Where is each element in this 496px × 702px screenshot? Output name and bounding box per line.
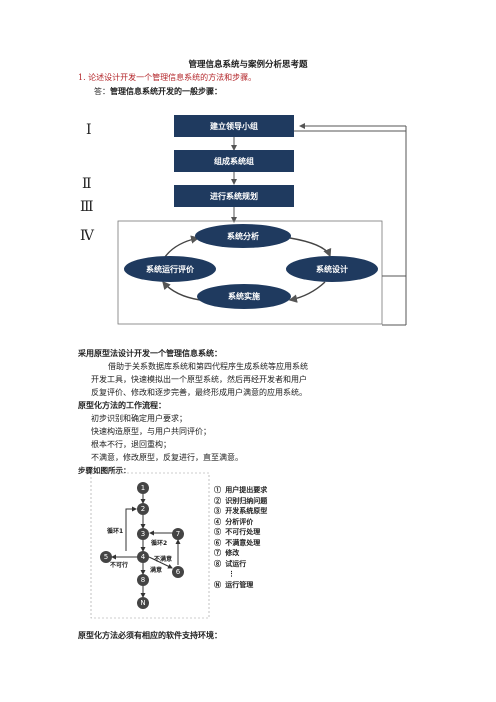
step-box-leadership: 建立领导小组 <box>174 115 294 137</box>
cycle-implementation: 系统实施 <box>197 284 291 309</box>
fig-node-5: 5 <box>100 551 112 563</box>
workflow-item-4: 不满意，修改原型，反复进行，直至满意。 <box>91 453 243 462</box>
legend-item: ⑧ 试运行 <box>214 559 247 568</box>
workflow-heading: 原型化方法的工作流程： <box>78 400 166 410</box>
support-heading: 原型化方法必须有相应的软件支持环境： <box>78 630 222 640</box>
fig-node-2: 2 <box>137 503 149 515</box>
step-box-system-group: 组成系统组 <box>174 150 294 172</box>
fig-legend: ① 用户提出要求 ② 识别归纳问题 ③ 开发系统原型 ④ 分析评价 ⑤ 不可行处… <box>214 485 267 590</box>
roman-2: Ⅱ <box>82 176 92 192</box>
workflow-item-2: 快速构造原型，与用户共同评价； <box>91 427 211 436</box>
fig-node-6: 6 <box>172 566 184 578</box>
fig-label-loop2: 循环2 <box>151 540 168 547</box>
fig-label-not-ok: 不可行 <box>110 562 129 569</box>
page-title: 管理信息系统与案例分析思考题 <box>188 60 308 70</box>
workflow-item-1: 初步识别和确定用户要求； <box>91 414 187 423</box>
fig-node-7: 7 <box>172 528 184 540</box>
fig-node-3: 3 <box>137 528 149 540</box>
fig-label-satisfied: 满意 <box>150 567 163 574</box>
prototype-line-3: 反复评价、修改和逐步完善，最终形成用户满意的应用系统。 <box>91 388 307 397</box>
legend-item: ⋮ <box>228 570 235 578</box>
answer-line: 答：管理信息系统开发的一般步骤： <box>94 86 222 97</box>
legend-item: Ⓝ 运行管理 <box>214 580 254 589</box>
fig-node-n: N <box>137 597 149 609</box>
legend-item: ③ 开发系统原型 <box>214 507 268 515</box>
cycle-design: 系统设计 <box>286 256 378 282</box>
legend-item: ⑥ 不满意处理 <box>214 538 261 547</box>
roman-3: Ⅲ <box>80 199 94 215</box>
workflow-item-3: 根本不行，退回重构； <box>91 440 171 449</box>
cycle-evaluation: 系统运行评价 <box>124 256 216 282</box>
prototype-line-1: 借助于关系数据库系统和第四代程序生成系统等应用系统 <box>108 362 308 371</box>
steps-figure-heading: 步骤如图所示： <box>78 466 131 475</box>
step-box-planning: 进行系统规划 <box>174 185 294 207</box>
prototype-heading: 采用原型法设计开发一个管理信息系统： <box>78 348 222 358</box>
roman-1: Ⅰ <box>86 122 92 138</box>
fig-label-unsatisfied: 不满意 <box>154 556 173 563</box>
fig-label-loop1: 循环1 <box>107 528 124 535</box>
legend-item: ④ 分析评价 <box>214 517 254 526</box>
fig-node-1: 1 <box>137 482 149 494</box>
cycle-analysis: 系统分析 <box>195 224 291 248</box>
fig-node-8: 8 <box>137 574 149 586</box>
answer-heading: 管理信息系统开发的一般步骤： <box>110 86 222 96</box>
legend-item: ⑤ 不可行处理 <box>214 528 261 536</box>
question-1: 1. 论述设计开发一个管理信息系统的方法和步骤。 <box>78 73 257 82</box>
legend-item: ① 用户提出要求 <box>214 486 268 494</box>
legend-item: ② 识别归纳问题 <box>214 496 268 505</box>
answer-prefix: 答： <box>94 87 110 96</box>
prototype-line-2: 开发工具，快速模拟出一个原型系统，然后再经开发者和用户 <box>91 375 307 384</box>
fig-node-4: 4 <box>137 551 149 563</box>
roman-4: Ⅳ <box>80 228 94 244</box>
legend-item: ⑦ 修改 <box>214 549 240 557</box>
